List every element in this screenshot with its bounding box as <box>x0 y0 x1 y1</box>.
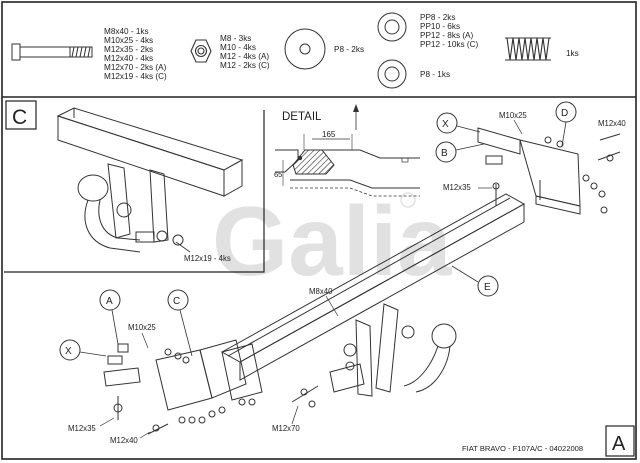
large-washer-spec: P8 - 2ks <box>334 45 364 54</box>
label-m10x25-left: M10x25 <box>128 323 156 332</box>
registered-mark-icon <box>400 192 416 208</box>
right-plate-b <box>477 127 521 155</box>
callouts: X B D E A C X <box>59 101 577 361</box>
callout-d-text: D <box>561 108 568 119</box>
detail-point-icon <box>297 155 303 161</box>
inset-letter-box <box>5 100 37 130</box>
sheet-letter-box <box>605 425 635 457</box>
main-assembly <box>103 127 621 435</box>
sheet-letter: A <box>612 433 626 455</box>
fastener-labels: M10x25 M12x40 M12x35 M8x40 M10x25 M12x35… <box>68 111 626 445</box>
hex-nut-icon <box>190 39 212 63</box>
inset-towball <box>77 163 184 253</box>
galia-watermark: Galia <box>212 186 453 296</box>
bolt-spec: M8x40 - 1ks <box>104 27 149 36</box>
callout-x-right-text: X <box>442 119 449 130</box>
crossbar-front <box>239 203 525 381</box>
label-m12x35-right: M12x35 <box>443 183 471 192</box>
bolt-spec: M12x40 - 4ks <box>104 54 153 63</box>
right-bracket <box>519 139 581 207</box>
label-m8x40: M8x40 <box>309 287 333 296</box>
washer-icon <box>377 59 407 89</box>
nut-spec: M12 - 4ks (A) <box>220 52 269 61</box>
fastener-stack-right <box>492 133 621 214</box>
callout-c: C <box>167 289 193 357</box>
callout-x-right: X <box>436 112 481 134</box>
label-m12x40-right: M12x40 <box>598 119 626 128</box>
spring-washer-icon <box>505 37 551 61</box>
towball <box>329 303 457 397</box>
bolt-icon <box>11 43 93 61</box>
inset-bolt-label: M12x19 - 4ks <box>184 254 231 263</box>
nut-spec: M12 - 2ks (C) <box>220 61 270 70</box>
label-m12x40-left: M12x40 <box>110 436 138 445</box>
detail-title: DETAIL <box>282 111 322 123</box>
label-m10x25-right: M10x25 <box>499 111 527 120</box>
watermark-text: Galia <box>212 186 453 296</box>
callout-e: E <box>451 265 499 297</box>
washer-spec: PP12 - 10ks (C) <box>420 40 479 49</box>
nut-spec: M10 - 4ks <box>220 43 256 52</box>
drawing-model-number: FIAT BRAVO - F107A/C - 04022008 <box>462 444 583 453</box>
detail-height-dimension: 65 <box>274 170 282 179</box>
callout-e-text: E <box>484 282 491 293</box>
bolt-spec: M12x19 - 4ks (C) <box>104 72 167 81</box>
callout-b: B <box>435 141 485 163</box>
inset-letter: C <box>12 106 27 129</box>
callout-a: A <box>99 289 121 345</box>
label-m12x35-left: M12x35 <box>68 424 96 433</box>
parts-list: M8x40 - 1ks M10x25 - 4ks M12x35 - 2ks M1… <box>11 12 579 89</box>
bolt-spec: M12x70 - 2ks (A) <box>104 63 167 72</box>
inset-c: C M12x19 - 4ks <box>4 100 265 273</box>
bolt-spec: M12x35 - 2ks <box>104 45 153 54</box>
washer-icon <box>377 12 407 42</box>
callout-d: D <box>555 101 577 147</box>
callout-b-text: B <box>441 148 448 159</box>
inset-crossbar <box>56 107 244 197</box>
callout-x-left-text: X <box>65 346 72 357</box>
washer-spec: PP8 - 2ks <box>420 13 456 22</box>
bolt-spec: M10x25 - 4ks <box>104 36 153 45</box>
callout-x-left: X <box>59 339 107 361</box>
detail-width-dimension: 165 <box>322 130 336 139</box>
washer-spec: P8 - 1ks <box>420 70 450 79</box>
left-bracket <box>155 349 213 411</box>
detail-view: DETAIL 165 65 <box>274 104 420 197</box>
washer-spec: PP10 - 6ks <box>420 22 460 31</box>
fastener-stack-left <box>113 348 319 435</box>
callout-a-text: A <box>106 296 113 307</box>
spring-washer-spec: 1ks <box>566 49 579 58</box>
callout-c-text: C <box>173 296 180 307</box>
left-plate-a <box>103 367 141 387</box>
large-washer-icon <box>284 28 326 70</box>
washer-spec: PP12 - 8ks (A) <box>420 31 474 40</box>
label-m12x70: M12x70 <box>272 424 300 433</box>
nut-spec: M8 - 3ks <box>220 34 251 43</box>
